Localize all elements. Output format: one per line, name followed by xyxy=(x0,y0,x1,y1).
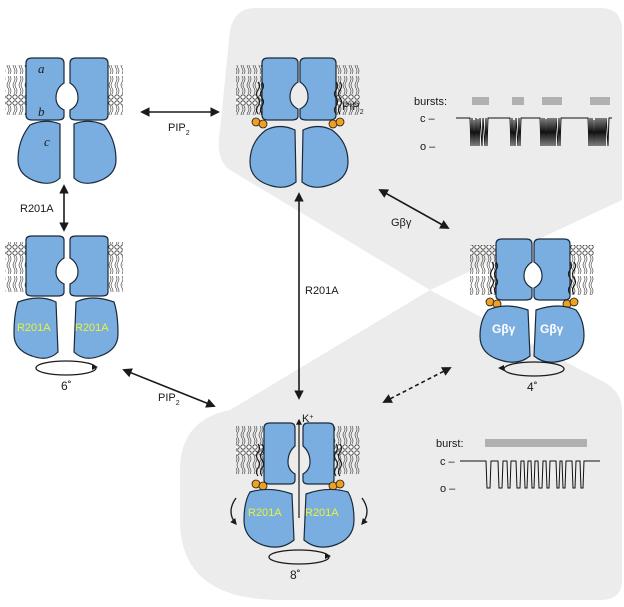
pip2-label: PIP2 xyxy=(342,101,364,116)
mutation-label-left: R201A xyxy=(17,322,51,334)
burst-bar xyxy=(542,97,562,105)
tm-domain-left xyxy=(263,422,296,485)
state-top-center: PIP2 xyxy=(236,57,364,188)
state-top-left: a b c xyxy=(5,57,123,184)
transition-right-diagonal: Gβγ xyxy=(378,189,450,229)
trace-bottom: burst: c – o – xyxy=(436,438,600,495)
tilt-arrow-left xyxy=(230,497,237,525)
cyto-domain-right xyxy=(303,488,355,548)
gbg-label-right: Gβγ xyxy=(540,322,564,336)
pip2-tails-right xyxy=(333,81,343,115)
burst-bar xyxy=(485,439,587,447)
rotation-arrowhead xyxy=(498,365,504,371)
transition-arrow-dashed xyxy=(382,367,452,403)
tm-domain-left xyxy=(261,57,299,121)
cyto-domain-right xyxy=(301,125,349,188)
pip2-head xyxy=(335,479,345,489)
cyto-domain-right xyxy=(533,305,585,363)
mutation-label-right: R201A xyxy=(75,322,109,334)
transition-left-vertical: R201A xyxy=(20,184,69,232)
tm-domain-right xyxy=(533,238,571,301)
rotation-angle: 6˚ xyxy=(61,379,72,393)
closed-level-label: c – xyxy=(420,113,436,125)
transition-label: Gβγ xyxy=(391,217,412,229)
burst-bar xyxy=(472,97,489,105)
tilt-arrow-right xyxy=(361,497,368,525)
open-level-label: o – xyxy=(420,141,436,153)
pip2-tails-right xyxy=(567,261,577,295)
state-bottom-center: K+ R201A R201A 8˚ xyxy=(230,413,368,582)
pip2-tails-left xyxy=(489,261,499,295)
state-mid-left: R201A R201A 6˚ xyxy=(5,235,123,393)
cyto-domain-left xyxy=(479,305,531,363)
cyto-domain-right xyxy=(73,120,117,184)
rotation-arrowhead xyxy=(325,553,331,559)
tm-domain-left xyxy=(25,235,65,297)
transition-top-horizontal: PIP2 xyxy=(140,107,220,137)
domain-label-b: b xyxy=(38,104,45,119)
tm-domain-left xyxy=(25,57,65,121)
transition-left-diagonal: PIP2 xyxy=(122,368,216,408)
rotation-angle: 8˚ xyxy=(290,568,301,582)
cyto-domain-left xyxy=(249,125,297,188)
pip2-tails-left xyxy=(255,81,265,115)
burst-bar xyxy=(512,97,524,105)
single-channel-trace xyxy=(456,117,612,147)
cyto-domain-right xyxy=(73,297,119,359)
potassium-label: K+ xyxy=(302,413,313,425)
transition-arrow xyxy=(122,368,216,408)
tm-domain-left xyxy=(495,238,533,301)
single-channel-trace xyxy=(460,460,600,489)
transition-label: PIP2 xyxy=(168,122,190,137)
membrane-right xyxy=(330,425,360,475)
burst-label: burst: xyxy=(436,438,464,450)
rotation-angle: 4˚ xyxy=(527,380,538,394)
burst-bar xyxy=(590,97,610,105)
state-mid-right: Gβγ Gβγ 4˚ xyxy=(470,238,594,394)
pip2-head xyxy=(258,481,268,491)
transition-label: PIP2 xyxy=(158,392,180,407)
domain-label-a: a xyxy=(38,61,45,76)
rotation-arrowhead xyxy=(92,364,98,370)
tm-domain-right xyxy=(69,235,109,297)
tm-domain-right xyxy=(69,57,109,121)
domain-label-c: c xyxy=(44,134,50,149)
tm-domain-right xyxy=(299,57,337,121)
closed-level-label: c – xyxy=(440,456,456,468)
cyto-domain-left xyxy=(243,488,295,548)
pip2-tails-right xyxy=(333,443,343,477)
gbg-label-left: Gβγ xyxy=(492,322,516,336)
transition-center-vertical: R201A xyxy=(294,192,339,400)
membrane-left xyxy=(236,425,266,475)
pip2-tails-left xyxy=(255,443,265,477)
mutation-label-right: R201A xyxy=(305,507,339,519)
transition-label: R201A xyxy=(305,285,339,297)
pip2-head xyxy=(335,117,345,127)
transition-dashed-diagonal xyxy=(382,367,452,403)
mutation-label-left: R201A xyxy=(248,507,282,519)
open-level-label: o – xyxy=(440,483,456,495)
bursts-label: bursts: xyxy=(414,96,447,108)
cyto-domain-left xyxy=(17,120,61,184)
rotation-arrow xyxy=(35,360,97,376)
transition-label: R201A xyxy=(20,203,54,215)
pip2-head xyxy=(258,119,268,129)
pip2-head xyxy=(569,297,579,307)
cyto-domain-left xyxy=(13,297,59,359)
trace-top: bursts: c – o – xyxy=(414,96,612,153)
transition-arrow xyxy=(378,189,450,229)
tm-domain-right xyxy=(302,422,335,485)
